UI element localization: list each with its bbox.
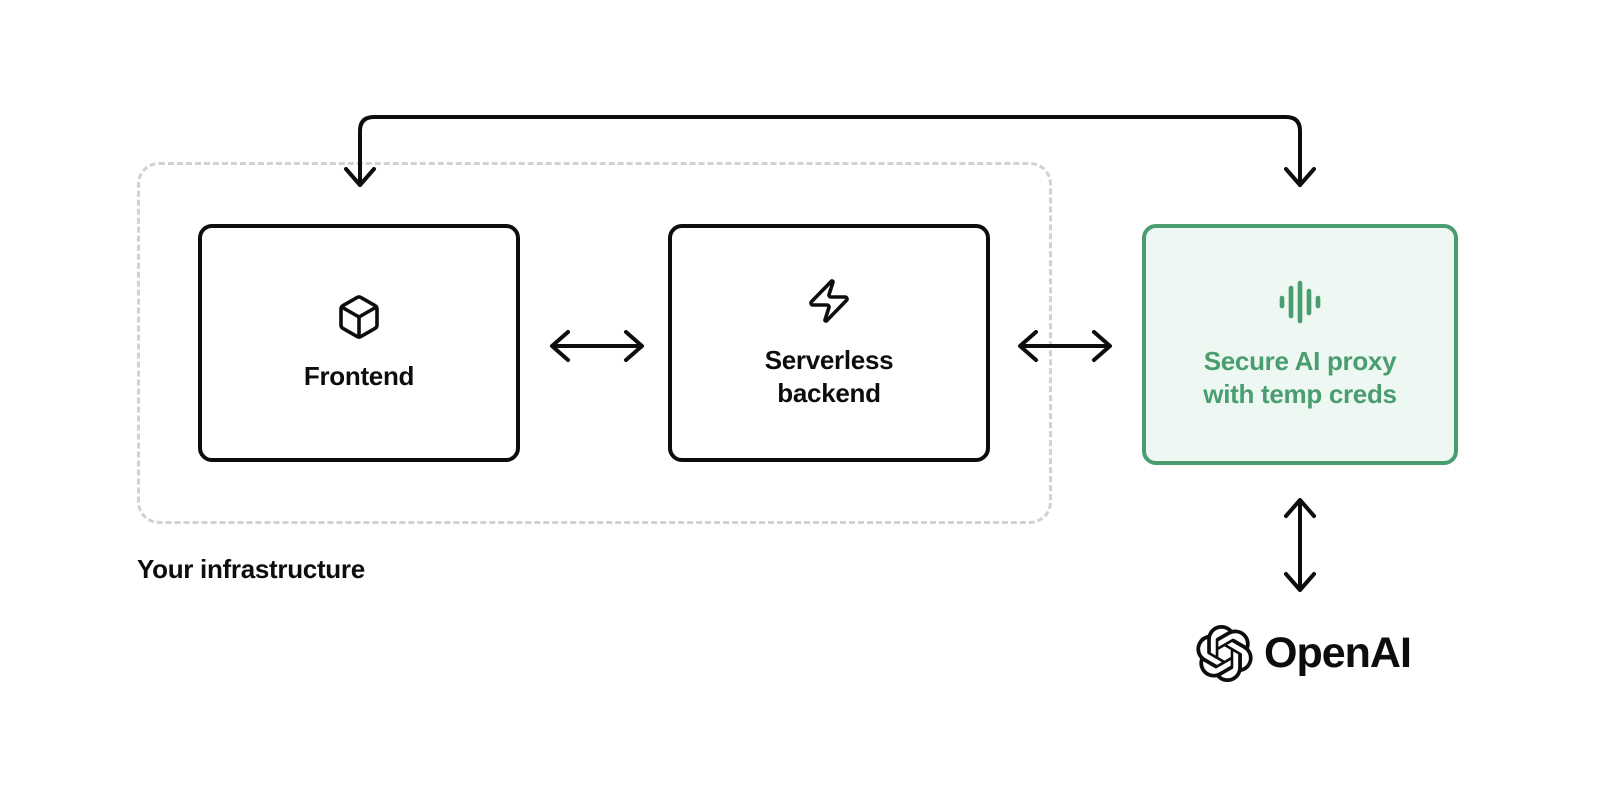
openai-logo-icon xyxy=(1196,625,1253,682)
frontend-node: Frontend xyxy=(198,224,520,462)
lightning-icon xyxy=(805,277,853,325)
arrow-frontend-backend xyxy=(550,330,644,362)
arrow-proxy-openai xyxy=(1284,498,1316,592)
voice-waveform-icon xyxy=(1276,278,1324,326)
arrow-backend-proxy xyxy=(1018,330,1112,362)
infrastructure-boundary xyxy=(137,162,1052,524)
proxy-node: Secure AI proxy with temp creds xyxy=(1142,224,1458,465)
backend-node: Serverless backend xyxy=(668,224,990,462)
openai-logo: OpenAI xyxy=(1196,625,1412,682)
backend-label: Serverless backend xyxy=(764,344,894,408)
frontend-label: Frontend xyxy=(303,361,415,391)
arrow-frontend-proxy-top xyxy=(344,115,1316,187)
proxy-label: Secure AI proxy with temp creds xyxy=(1203,346,1397,409)
cube-icon xyxy=(335,293,383,341)
openai-wordmark: OpenAI xyxy=(1264,629,1412,677)
infrastructure-label: Your infrastructure xyxy=(137,554,365,584)
